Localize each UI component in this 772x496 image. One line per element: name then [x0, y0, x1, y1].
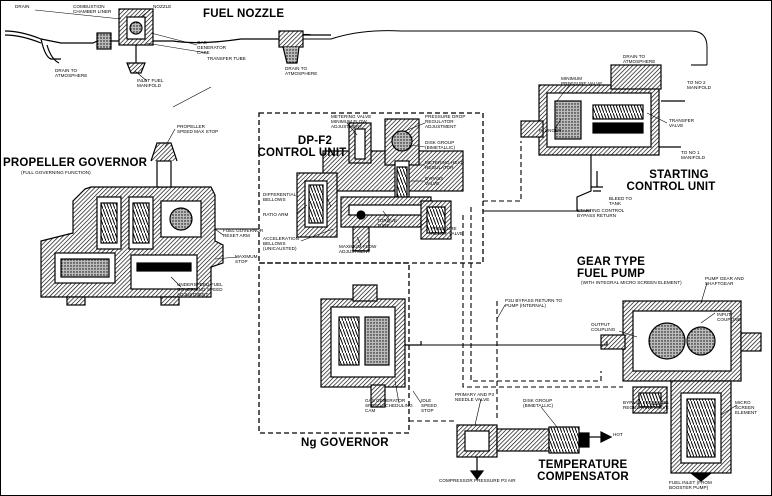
ng-governor-title: Ng GOVERNOR: [301, 437, 389, 449]
label-acceleration-bellows: ACCELERATION BELLOWS (UNICAUSTED): [263, 236, 299, 251]
label-ratio-arm: RATIO ARM: [263, 212, 289, 217]
temperature-compensator-title-line2: COMPENSATOR: [537, 471, 629, 483]
label-to-no2-manifold: TO NO 2 MANIFOLD: [687, 80, 712, 90]
label-metering-valve-min-flow: METERING VALVE MINIMUM FLOW ADJUSTMENT: [331, 114, 372, 129]
label-hot: HOT: [613, 432, 623, 437]
label-maximum-flow-adjustment: MAXIMUM FLOW ADJUSTMENT: [339, 244, 377, 254]
label-starting-control-bypass-return: STARTING CONTROL BYPASS RETURN: [577, 208, 625, 218]
dp-f2-control-unit-frame: [258, 112, 484, 264]
label-idle-speed-stop: IDLE SPEED STOP: [421, 398, 437, 413]
label-combustion-chamber-liner: COMBUSTION CHAMBER LINER: [73, 4, 112, 14]
gear-pump-subtitle: (WITH INTEGRAL MICRO SCREEN ELEMENT): [581, 280, 682, 285]
label-propeller-speed-max-stop: PROPELLER SPEED MAX STOP: [177, 124, 219, 134]
label-torque-tube: TORQUE TUBE: [377, 218, 397, 228]
label-inlet-fuel-manifold: INLET FUEL MANIFOLD: [137, 78, 164, 88]
fuel-nozzle-title: FUEL NOZZLE: [203, 8, 285, 20]
label-fuel-inlet: FUEL INLET (FROM BOOSTER PUMP): [669, 480, 712, 490]
ng-governor-drawing: [320, 284, 422, 408]
label-output-coupling: OUTPUT COUPLING: [591, 322, 616, 332]
label-underspeed-fuel-governing: UNDERSPEED FUEL GOVERNING SPEED ADJUSTME…: [177, 282, 223, 297]
label-differential-bellows: DIFFERENTIAL BELLOWS: [263, 192, 297, 202]
label-bleed-to-tank: BLEED TO TANK: [609, 196, 632, 206]
propeller-governor-drawing: [40, 142, 224, 306]
gear-pump-title-line1: GEAR TYPE: [576, 256, 646, 268]
dp-f2-title-line2: CONTROL UNIT: [257, 147, 347, 159]
label-input-coupling: INPUT COUPLING: [717, 312, 742, 322]
leader-lines: [34, 8, 738, 428]
label-primary-and-p3-needle-valve: PRIMARY AND P3 NEEDLE VALVE: [455, 392, 495, 402]
label-transfer-valve: TRANSFER VALVE: [669, 118, 695, 128]
dp-f2-title-line1: DP-F2: [297, 135, 333, 147]
label-drain-to-atmosphere-3: DRAIN TO ATMOSPHERE: [623, 54, 656, 64]
label-minimum-pressure-valve: MINIMUM PRESSURE VALVE: [561, 76, 603, 86]
label-nozzle: NOZZLE: [153, 4, 172, 9]
label-p3u-bypass: P3U BYPASS RETURN TO PUMP (INTERNAL): [505, 298, 563, 308]
starting-control-unit-drawing: [520, 64, 685, 211]
label-to-no1-manifold: TO NO 1 MANIFOLD: [681, 150, 706, 160]
label-drain: DRAIN: [15, 4, 30, 9]
label-compressor-pressure-air: COMPRESSOR PRESSURE P3 AIR: [439, 478, 516, 483]
label-bypass-pressure-regulating-valve: BYPASS PRESSURE REGULATING VALVE: [623, 400, 669, 410]
label-maximum-stop: MAXIMUM STOP: [235, 254, 258, 264]
label-gas-generator-case: GAS GENERATOR CASE: [197, 40, 227, 55]
label-pump-gear-and-shaft: PUMP GEAR AND SHAFTGEAR: [705, 276, 744, 286]
propeller-governor-subtitle: (FULL GOVERNING FUNCTION): [21, 170, 91, 175]
label-micro-screen-element: MICRO SCREEN ELEMENT: [735, 400, 758, 415]
gear-type-fuel-pump-drawing: [600, 300, 762, 482]
label-drain-to-atmosphere-2: DRAIN TO ATMOSPHERE: [285, 66, 318, 76]
label-transfer-tube: TRANSFER TUBE: [207, 56, 246, 61]
label-metering-head-regulator: METERING HEAD REGULATOR: [425, 160, 464, 170]
temperature-compensator-drawing: [456, 424, 613, 480]
starting-control-title-line1: STARTING: [649, 169, 709, 181]
label-fuel-governor-reset-arm: FUEL GOVERNOR RESET ARM: [223, 228, 264, 238]
label-drain-to-atmosphere-1: DRAIN TO ATMOSPHERE: [55, 68, 88, 78]
label-plunger: PLUNGER: [539, 128, 562, 133]
fuel-nozzle-drawing: [4, 8, 708, 74]
label-disk-group-bimetallic-2: DISK GROUP (BIMETALLIC): [523, 398, 554, 408]
ng-governor-frame: [258, 262, 410, 434]
starting-control-title-line2: CONTROL UNIT: [626, 181, 716, 193]
label-disk-group-bimetallic-1: DISK GROUP (BIMETALLIC): [425, 140, 456, 150]
propeller-governor-title: PROPELLER GOVERNOR: [3, 157, 148, 169]
gear-pump-title-line2: FUEL PUMP: [576, 268, 646, 280]
temperature-compensator-title-line1: TEMPERATURE: [538, 459, 628, 471]
label-gas-generator-speed-cam: GAS GENERATOR SPEED SCHEDULING CAM: [365, 398, 413, 413]
fuel-lines: [215, 64, 707, 422]
label-pressure-relief-valve: PRESSURE RELIEF VALVE: [431, 226, 464, 236]
label-pressure-drop-regulator: PRESSURE DROP REGULATOR ADJUSTMENT: [425, 114, 466, 129]
label-bypass-valve: BYPASS VALVE: [425, 176, 444, 186]
dp-f2-control-unit-drawing: [296, 118, 464, 252]
